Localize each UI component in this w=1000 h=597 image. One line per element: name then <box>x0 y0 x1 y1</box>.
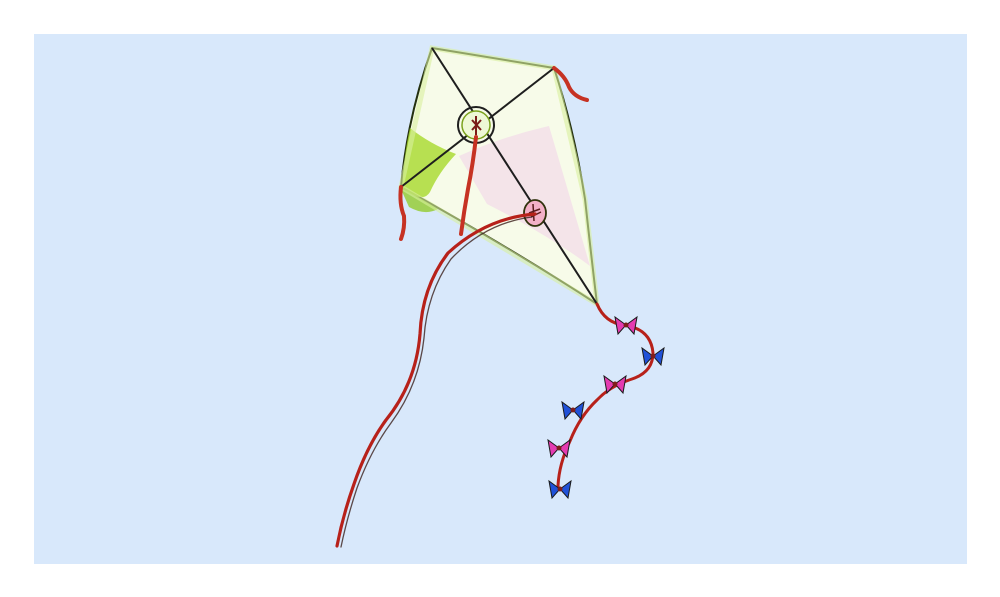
tail-bow-blue-1-knot <box>650 353 656 359</box>
tail-bow-blue-1-left-wing <box>641 346 654 367</box>
tail-bow-blue-3-right-wing <box>559 479 572 500</box>
tail-bow-blue-1-right-wing <box>652 346 665 367</box>
tail-bow-pink-3-knot <box>556 445 562 451</box>
kite-vertical-spar <box>431 47 598 305</box>
tail-bow-blue-2-knot <box>570 407 576 413</box>
tail-bow-blue-3 <box>548 479 572 500</box>
tail-bow-pink-1-left-wing <box>614 315 627 336</box>
kite-center-ribbon <box>459 135 478 236</box>
kite-left-green-shade <box>402 128 456 198</box>
tail-bow-pink-2 <box>603 374 627 395</box>
kite-illustration <box>34 34 967 564</box>
tail-bow-pink-2-left-wing <box>603 374 616 395</box>
kite-body <box>398 45 601 309</box>
tail-bow-blue-1 <box>641 346 665 367</box>
kite-string <box>335 212 537 548</box>
tail-bow-pink-3-right-wing <box>558 438 571 459</box>
kite-left-ribbon <box>398 185 407 241</box>
kite-top-right-ribbon <box>552 66 589 102</box>
tail-bow-blue-3-knot <box>557 486 563 492</box>
tail-bow-pink-3 <box>547 438 571 459</box>
tail-bow-blue-2 <box>561 400 585 421</box>
tail-bow-pink-2-knot <box>612 381 618 387</box>
tail-bow-pink-1 <box>614 315 638 336</box>
tail-bow-pink-1-right-wing <box>625 315 638 336</box>
kite-hub-knot <box>471 116 482 135</box>
tail-bow-blue-2-right-wing <box>572 400 585 421</box>
kite-string-red <box>335 212 537 548</box>
tail-bow-pink-1-knot <box>623 322 629 328</box>
kite-right-pink-shade <box>459 126 590 266</box>
tail-bow-blue-2-left-wing <box>561 400 574 421</box>
kite-edge-shade <box>398 45 601 309</box>
tail-bow-blue-3-left-wing <box>548 479 561 500</box>
tail-bow-pink-3-left-wing <box>547 438 560 459</box>
kite-string-dark <box>340 216 533 548</box>
tail-bow-pink-2-right-wing <box>614 374 627 395</box>
sky-background <box>34 34 967 564</box>
tail-bows <box>547 315 665 500</box>
